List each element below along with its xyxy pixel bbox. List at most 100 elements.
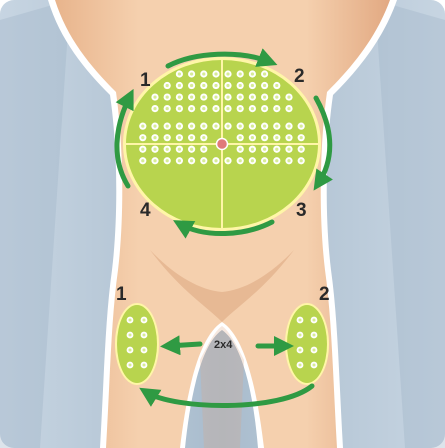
abdomen-zone-2-site bbox=[298, 123, 305, 130]
abdomen-zone-1-site bbox=[200, 123, 207, 130]
abdomen-zone-4-site bbox=[200, 157, 207, 164]
abdomen-zone-2-site bbox=[273, 82, 280, 89]
arrow-center-to-left-thigh bbox=[168, 344, 200, 346]
thigh-zone-1-label: 1 bbox=[116, 284, 127, 305]
thigh-zone-2-label: 2 bbox=[319, 284, 330, 305]
abdomen-zone-1-site bbox=[139, 123, 146, 130]
abdomen-zone-2-site bbox=[249, 123, 256, 130]
thigh-zone-left-site bbox=[127, 332, 134, 339]
abdomen-zone-4-label: 4 bbox=[140, 200, 151, 221]
abdomen-zone-1-site bbox=[164, 123, 171, 130]
abdomen-zone-3-site bbox=[224, 157, 231, 164]
abdomen-zone-1-site bbox=[164, 105, 171, 112]
abdomen-zone-3-site bbox=[285, 157, 292, 164]
abdomen-zone-2-site bbox=[273, 105, 280, 112]
thigh-zone-left-site bbox=[127, 362, 134, 369]
thigh-zone-right-site bbox=[297, 317, 304, 324]
abdomen-zone-1-site bbox=[176, 123, 183, 130]
abdomen-zone-1-site bbox=[212, 105, 219, 112]
thigh-zone-right-site bbox=[311, 347, 318, 354]
thigh-zone-left-site bbox=[127, 347, 134, 354]
abdomen-zone-1-site bbox=[164, 93, 171, 100]
abdomen-zone-3-label: 3 bbox=[296, 200, 307, 221]
thigh-zone-left-site bbox=[141, 317, 148, 324]
thigh-zone-left-site bbox=[141, 362, 148, 369]
abdomen-zone-2-site bbox=[249, 134, 256, 141]
abdomen-zone-1-site bbox=[200, 134, 207, 141]
abdomen-zone-2-site bbox=[237, 93, 244, 100]
thigh-zone-right-site bbox=[297, 362, 304, 369]
abdomen-zone-1-site bbox=[200, 93, 207, 100]
thigh-zone-left bbox=[115, 303, 159, 385]
abdomen-zone-3-site bbox=[261, 146, 268, 153]
abdomen-zone-2-site bbox=[224, 82, 231, 89]
abdomen-zone-4-site bbox=[164, 157, 171, 164]
abdomen-zone-4-site bbox=[188, 146, 195, 153]
abdomen-zone-2-site bbox=[249, 93, 256, 100]
abdomen-zone-2-label: 2 bbox=[294, 66, 305, 87]
abdomen-zone-3-site bbox=[249, 157, 256, 164]
abdomen-zone-2-site bbox=[273, 134, 280, 141]
abdomen-zone-3-site bbox=[273, 157, 280, 164]
abdomen-zone-1-site bbox=[200, 82, 207, 89]
abdomen-zone-2-site bbox=[237, 134, 244, 141]
abdomen-zone-2-site bbox=[273, 93, 280, 100]
abdomen-zone-1-site bbox=[200, 105, 207, 112]
abdomen-zone-4-site bbox=[151, 146, 158, 153]
abdomen-zone-2-site bbox=[261, 105, 268, 112]
abdomen-zone-1-site bbox=[164, 82, 171, 89]
abdomen-zone-1-site bbox=[188, 82, 195, 89]
abdomen-zone-2-site bbox=[261, 82, 268, 89]
abdomen-zone-2-site bbox=[285, 123, 292, 130]
abdomen-zone-2-site bbox=[224, 123, 231, 130]
abdomen-zone-1-site bbox=[188, 105, 195, 112]
navel bbox=[217, 139, 228, 150]
abdomen-zone-1-site bbox=[176, 70, 183, 77]
abdomen-zone-1-site bbox=[176, 82, 183, 89]
abdomen-zone-2-site bbox=[261, 93, 268, 100]
thigh-zone-right-site bbox=[311, 362, 318, 369]
thigh-zone-right-site bbox=[311, 332, 318, 339]
abdomen-zone-1-site bbox=[164, 134, 171, 141]
abdomen-zone-1-site bbox=[151, 123, 158, 130]
abdomen-zone-2-site bbox=[237, 123, 244, 130]
abdomen-zone-3-site bbox=[237, 146, 244, 153]
abdomen-zone-1-site bbox=[188, 123, 195, 130]
abdomen-zone-1-site bbox=[212, 123, 219, 130]
thigh-zone-left-site bbox=[141, 347, 148, 354]
abdomen-zone-2-site bbox=[237, 105, 244, 112]
abdomen-zone-2-site bbox=[261, 123, 268, 130]
abdomen-zone-4-site bbox=[176, 146, 183, 153]
abdomen-zone-1-label: 1 bbox=[140, 70, 151, 91]
abdomen-zone-3-site bbox=[273, 146, 280, 153]
abdomen-zone-1-site bbox=[188, 134, 195, 141]
abdomen-zone-4-site bbox=[139, 157, 146, 164]
abdomen-zone-2-site bbox=[224, 70, 231, 77]
abdomen-zone-2-site bbox=[224, 93, 231, 100]
thigh-zone-right bbox=[285, 303, 329, 385]
abdomen-zone-1-site bbox=[188, 70, 195, 77]
abdomen-injection-area bbox=[123, 57, 321, 231]
abdomen-zone-1-site bbox=[151, 134, 158, 141]
abdomen-zone-4-site bbox=[164, 146, 171, 153]
abdomen-zone-1-site bbox=[151, 93, 158, 100]
abdomen-zone-2-site bbox=[249, 105, 256, 112]
abdomen-zone-4-site bbox=[139, 146, 146, 153]
abdomen-zone-1-site bbox=[212, 93, 219, 100]
thigh-zone-right-site bbox=[311, 317, 318, 324]
abdomen-zone-1-site bbox=[176, 134, 183, 141]
abdomen-zone-2-site bbox=[273, 123, 280, 130]
abdomen-zone-1-site bbox=[176, 105, 183, 112]
abdomen-zone-1-site bbox=[212, 82, 219, 89]
abdomen-zone-1-site bbox=[212, 70, 219, 77]
abdomen-zone-2-site bbox=[237, 82, 244, 89]
abdomen-zone-1-site bbox=[151, 105, 158, 112]
abdomen-zone-2-site bbox=[237, 70, 244, 77]
abdomen-zone-4-site bbox=[212, 157, 219, 164]
abdomen-zone-4-site bbox=[151, 157, 158, 164]
abdomen-zone-3-site bbox=[237, 157, 244, 164]
abdomen-zone-2-site bbox=[261, 70, 268, 77]
abdomen-zone-2-site bbox=[298, 134, 305, 141]
abdomen-zone-3-site bbox=[261, 157, 268, 164]
